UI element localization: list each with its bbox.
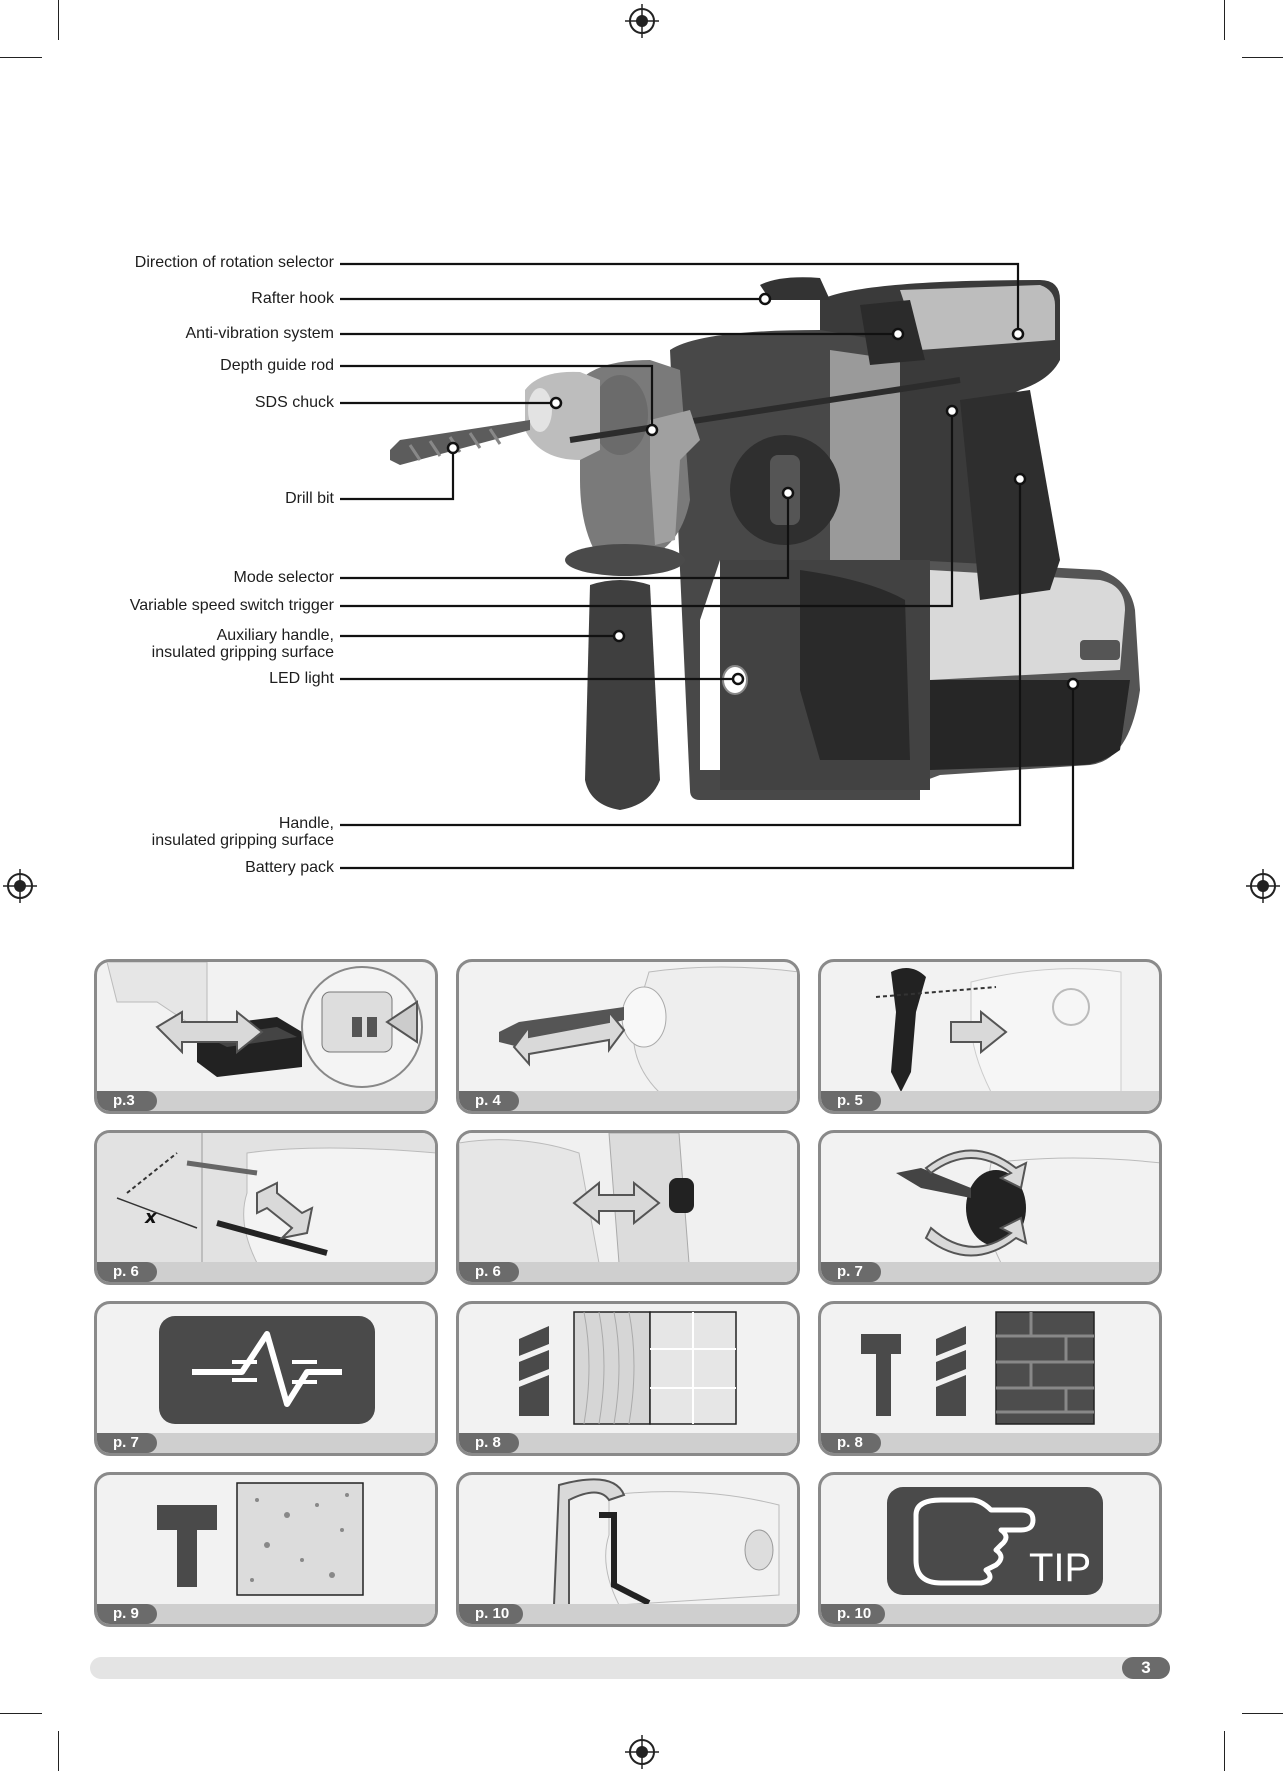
page-ref: p. 10 — [459, 1604, 523, 1624]
tile-depth-rod: x p. 6 — [94, 1130, 438, 1285]
page-ref: p. 9 — [97, 1604, 157, 1624]
label-sds-chuck: SDS chuck — [255, 394, 334, 411]
rafter-hook-icon — [459, 1475, 799, 1625]
tile-insert-drill-bit: p. 4 — [456, 959, 800, 1114]
crop-mark — [1242, 1713, 1283, 1714]
tile-battery-insertion: p.3 — [94, 959, 438, 1114]
page-ref: p. 6 — [97, 1262, 157, 1282]
page-ref: p. 7 — [97, 1433, 157, 1453]
tile-aux-handle: p. 5 — [818, 959, 1162, 1114]
svg-text:x: x — [144, 1207, 158, 1228]
label-mode-selector: Mode selector — [234, 569, 335, 586]
tile-hammer-drill-mode: p. 8 — [818, 1301, 1162, 1456]
label-depth-guide-rod: Depth guide rod — [220, 357, 334, 374]
page-ref: p.3 — [97, 1091, 157, 1111]
tile-chisel-mode: p. 9 — [94, 1472, 438, 1627]
label-led-light: LED light — [269, 670, 334, 687]
leader-lines — [0, 0, 1283, 900]
depth-rod-icon: x — [97, 1133, 437, 1283]
tile-tip: TIP p. 10 — [818, 1472, 1162, 1627]
tile-drill-mode: p. 8 — [456, 1301, 800, 1456]
anti-vibration-icon — [97, 1304, 437, 1454]
chisel-icon — [97, 1475, 437, 1625]
label-handle: Handle,insulated gripping surface — [152, 815, 334, 849]
drill-mode-icon — [459, 1304, 799, 1454]
label-drill-bit: Drill bit — [285, 490, 334, 507]
page-ref: p. 4 — [459, 1091, 519, 1111]
hammer-drill-icon — [821, 1304, 1161, 1454]
label-rafter-hook: Rafter hook — [251, 290, 334, 307]
registration-mark-icon — [625, 1735, 659, 1769]
chuck-rotate-icon — [821, 1133, 1161, 1283]
label-direction-selector: Direction of rotation selector — [135, 254, 334, 271]
label-anti-vibration: Anti-vibration system — [186, 325, 335, 342]
page-number: 3 — [1122, 1657, 1170, 1679]
page-ref: p. 6 — [459, 1262, 519, 1282]
tip-text: TIP — [1029, 1546, 1091, 1590]
page-ref: p. 7 — [821, 1262, 881, 1282]
page-ref: p. 10 — [821, 1604, 885, 1624]
tile-anti-vibration: p. 7 — [94, 1301, 438, 1456]
crop-mark — [58, 1731, 59, 1771]
aux-handle-attach-icon — [821, 962, 1161, 1112]
crop-mark — [1224, 1731, 1225, 1771]
tile-rafter-hook: p. 10 — [456, 1472, 800, 1627]
label-speed-trigger: Variable speed switch trigger — [130, 597, 334, 614]
drill-bit-insert-icon — [459, 962, 799, 1112]
tip-hand-icon: TIP — [821, 1475, 1161, 1625]
page-ref: p. 8 — [821, 1433, 881, 1453]
direction-switch-icon — [459, 1133, 799, 1283]
tile-chuck-rotation: p. 7 — [818, 1130, 1162, 1285]
page-footer-bar — [90, 1657, 1170, 1679]
label-battery-pack: Battery pack — [245, 859, 334, 876]
page-ref: p. 5 — [821, 1091, 881, 1111]
tile-direction-selector: p. 6 — [456, 1130, 800, 1285]
label-aux-handle: Auxiliary handle,insulated gripping surf… — [152, 627, 334, 661]
battery-insert-icon — [97, 962, 437, 1112]
page-ref: p. 8 — [459, 1433, 519, 1453]
crop-mark — [0, 1713, 42, 1714]
